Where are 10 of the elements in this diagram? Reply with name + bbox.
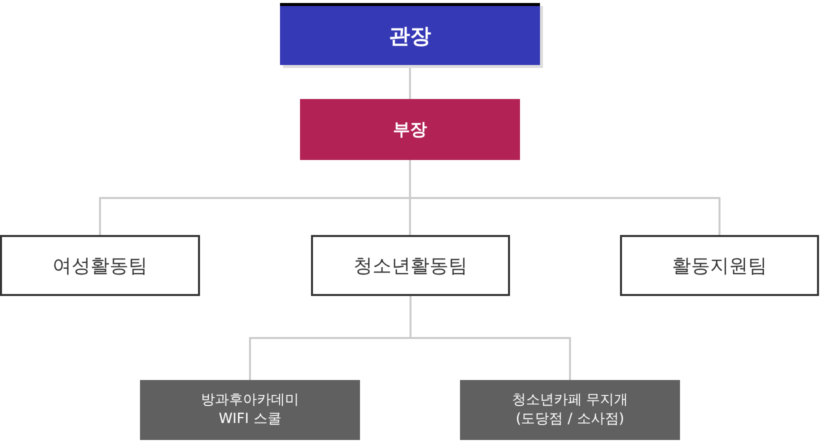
head-box: 관장 — [280, 3, 540, 65]
connector-line — [410, 296, 571, 380]
team-box: 활동지원팀 — [620, 235, 819, 296]
connector-line — [409, 160, 720, 235]
team-box: 여성활동팀 — [0, 235, 200, 296]
team-box: 청소년활동팀 — [311, 235, 510, 296]
program-box: 방과후아카데미 WIFI 스쿨 — [140, 380, 360, 440]
connector-line — [409, 65, 411, 99]
program-box: 청소년카페 무지개 (도당점 / 소사점) — [460, 380, 680, 440]
position-box: 부장 — [300, 99, 520, 160]
